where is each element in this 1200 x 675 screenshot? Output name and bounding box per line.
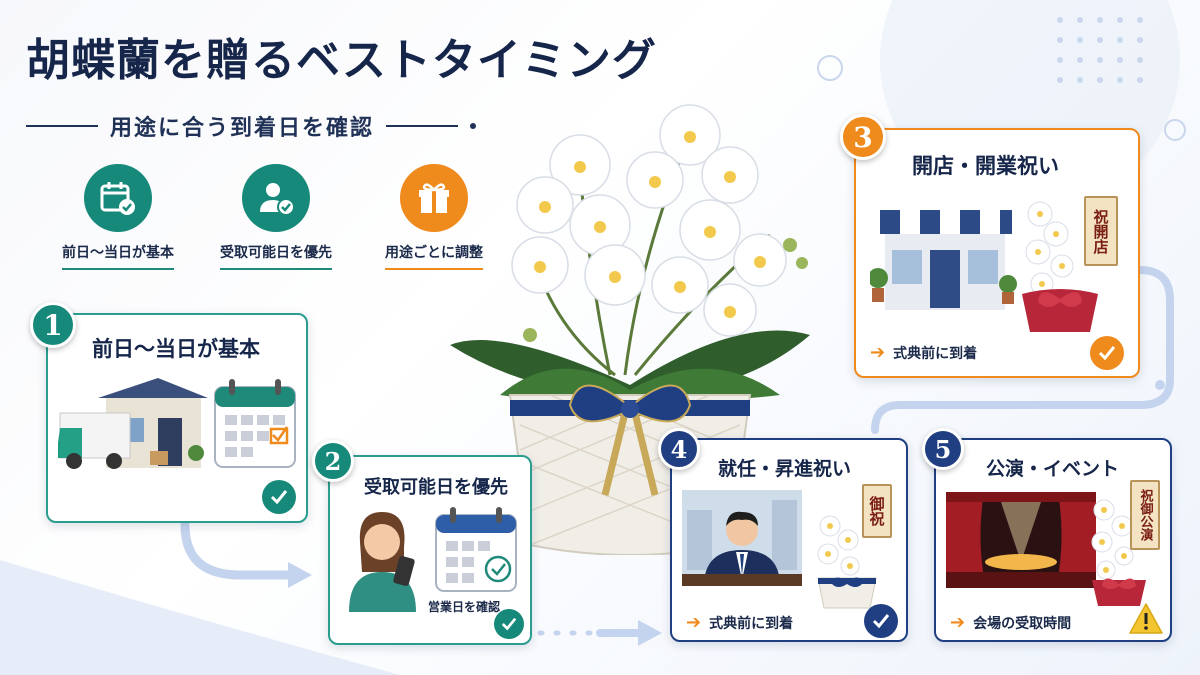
card-4: 就任・昇進祝い 御祝 ➔ 式典前に到着 — [670, 438, 908, 642]
page-title: 胡蝶蘭を贈るベストタイミング — [26, 35, 657, 86]
arrow-right-icon: ➔ — [686, 612, 702, 633]
celebration-sign: 御祝 — [862, 484, 892, 538]
card-5: 公演・イベント 祝 御公演 ➔ 会場の受取時間 — [934, 438, 1172, 642]
sign-text-bottom: 開店 — [1091, 223, 1110, 254]
orchid-gift-illustration — [1022, 201, 1098, 332]
orchid-gift-illustration — [1091, 499, 1146, 606]
person-check-icon — [260, 183, 295, 216]
card-title: 就任・昇進祝い — [718, 458, 852, 480]
gift-icon — [419, 183, 449, 213]
card-title: 受取可能日を優先 — [364, 477, 508, 498]
check-icon — [864, 604, 898, 638]
sign-text-top: 祝 — [1091, 208, 1110, 224]
card-2: 受取可能日を優先 営業日を確認 — [328, 455, 532, 645]
feature-label: 受取可能日を優先 — [220, 242, 332, 270]
card-note-text: 式典前に到着 — [893, 345, 978, 362]
card-3: 開店・開業祝い 祝 開店 ➔ 式典前に到着 — [854, 128, 1140, 378]
arrow-right-icon: ➔ — [870, 342, 886, 363]
house-truck-illustration — [58, 378, 208, 469]
card-title: 公演・イベント — [986, 458, 1120, 480]
feature-circle — [242, 164, 310, 232]
celebration-sign: 祝 開店 — [1084, 196, 1118, 266]
card-number: 3 — [840, 114, 886, 160]
subtitle-row: 用途に合う到着日を確認 — [26, 108, 546, 144]
subtitle-line-left — [26, 125, 98, 127]
feature-adjust: 用途ごとに調整 — [354, 164, 514, 274]
page-subtitle: 用途に合う到着日を確認 — [110, 115, 375, 141]
card-note: ➔ 式典前に到着 — [870, 342, 977, 363]
feature-receive: 受取可能日を優先 — [196, 164, 356, 274]
arrow-right-icon: ➔ — [950, 612, 966, 633]
subtitle-dot — [470, 123, 477, 129]
calendar-icon — [214, 379, 296, 468]
check-icon — [494, 609, 524, 639]
card-note-text: 式典前に到着 — [709, 615, 794, 632]
card-1: 前日〜当日が基本 — [46, 313, 308, 523]
woman-phone-illustration — [349, 512, 416, 612]
calendar-check-icon — [100, 182, 135, 215]
warning-icon — [1129, 603, 1163, 634]
businessman-illustration — [682, 490, 802, 586]
card-number: 1 — [30, 302, 76, 348]
feature-basic: 前日〜当日が基本 — [38, 164, 198, 274]
feature-circle — [84, 164, 152, 232]
calendar-icon — [435, 507, 517, 592]
card-title: 前日〜当日が基本 — [92, 337, 260, 361]
theater-stage-illustration — [946, 492, 1096, 588]
sign-text-top: 祝 — [1137, 489, 1153, 502]
celebration-sign: 祝 御公演 — [1130, 480, 1160, 550]
card-note: ➔ 会場の受取時間 — [950, 612, 1071, 633]
card-number: 5 — [922, 428, 964, 470]
card-title: 開店・開業祝い — [912, 154, 1059, 178]
card-number: 2 — [312, 440, 354, 482]
feature-label: 前日〜当日が基本 — [62, 242, 174, 270]
check-icon — [262, 480, 296, 514]
feature-circle — [400, 164, 468, 232]
card-caption: 営業日を確認 — [428, 600, 501, 614]
orchid-gift-illustration — [817, 515, 877, 609]
card-number: 4 — [658, 428, 700, 470]
storefront-illustration — [870, 210, 1017, 310]
subtitle-line-right — [386, 125, 459, 127]
check-icon — [1090, 336, 1124, 370]
sign-text-bottom: 御公演 — [1137, 502, 1153, 541]
card-note-text: 会場の受取時間 — [973, 615, 1072, 632]
feature-label: 用途ごとに調整 — [385, 242, 483, 270]
card-note: ➔ 式典前に到着 — [686, 612, 793, 633]
